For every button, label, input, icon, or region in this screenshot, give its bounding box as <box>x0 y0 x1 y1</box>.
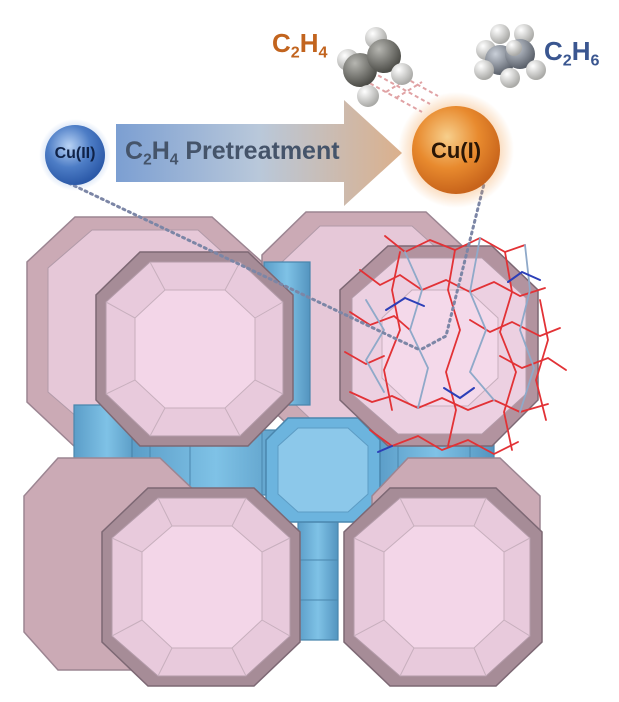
c2h4-label-sub1: 2 <box>290 43 300 62</box>
cu1-label: Cu(I) <box>430 138 482 163</box>
c2h4-label: C2H4 <box>272 28 328 62</box>
cu2-leader-line <box>56 176 422 352</box>
c2h6-label-sub1: 2 <box>562 51 572 70</box>
pretreatment-label: C2H4 Pretreatment <box>125 137 340 169</box>
c2h4-label-h: H <box>299 28 319 58</box>
cu1-leader-line <box>418 166 490 352</box>
pretreatment-label-h: H <box>151 137 170 165</box>
ethylene-molecule-icon <box>337 27 413 107</box>
ethane-molecule-icon <box>474 24 546 88</box>
zeolite-framework <box>23 166 567 687</box>
cu2-sphere <box>39 119 111 191</box>
front-cage-bottom-left <box>101 487 301 687</box>
front-cage-top-left <box>95 251 294 447</box>
pretreatment-label-word: Pretreatment <box>178 137 340 165</box>
c2h6-label-c: C <box>544 36 563 66</box>
cu1-sphere <box>398 92 514 208</box>
atomic-stick-model <box>344 235 567 456</box>
pretreatment-label-sub2: 4 <box>169 151 179 169</box>
c2h6-label: C2H6 <box>544 36 600 70</box>
central-blue-face <box>265 417 381 523</box>
front-cage-bottom-right <box>343 487 543 687</box>
pretreatment-label-c: C <box>125 137 144 165</box>
c2h6-label-h: H <box>571 36 591 66</box>
pretreatment-label-sub1: 2 <box>143 151 152 169</box>
pretreatment-arrow <box>116 100 402 206</box>
c2h6-label-sub2: 6 <box>590 51 600 70</box>
c2h4-label-c: C <box>272 28 291 58</box>
c2h4-label-sub2: 4 <box>318 43 328 62</box>
cu2-label: Cu(II) <box>54 145 96 162</box>
